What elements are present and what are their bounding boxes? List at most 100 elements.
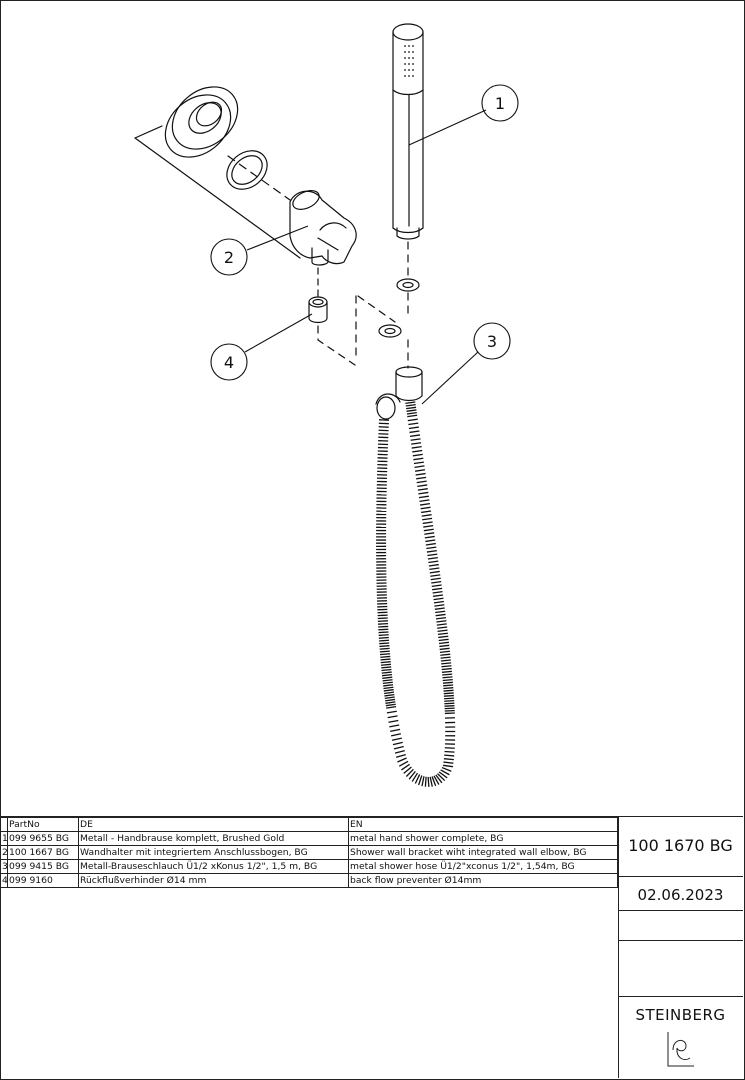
hose-rib [392,741,403,746]
hose-rib [380,655,391,658]
title-block-rule [618,996,743,997]
hose-rib [437,632,448,636]
hose-rib [386,710,397,714]
hose-rib [443,761,454,764]
steinberg-logo-icon [667,1032,694,1067]
hose-rib [379,642,390,645]
callout-circle-1 [481,84,519,122]
hose-rib [377,620,388,622]
hose-rib [406,409,417,412]
row-description-de: Wandhalter mit integriertem Anschlussbog… [78,845,349,860]
hose-rib [427,553,438,557]
hose-elbow [375,393,401,420]
leader-line-4 [244,313,313,353]
hose-rib [434,604,445,607]
wall-plane-line [134,137,301,259]
callout-circle-3 [473,322,511,360]
hose-rib [421,510,432,514]
hose-rib [440,653,451,656]
hose-rib [385,701,396,704]
brand-name: STEINBERG [635,1006,726,1024]
hose-rib [379,645,390,648]
hose-rib [390,733,402,737]
row-description-en: metal hand shower complete, BG [348,831,618,846]
parts-list-table: PartNo DE EN 1 099 9655 BG Metall - Hand… [0,817,618,888]
hose-rib [381,674,393,677]
hose-rib [414,469,426,472]
article-number: 100 1670 BG [628,836,733,855]
hose-rib [403,766,412,774]
o-ring [226,150,268,190]
hose-rib [439,647,450,651]
hose-rib [442,678,453,682]
axis-centerline [227,155,291,201]
hose-rib [377,617,388,620]
hose-rib [438,635,449,639]
hose-rib [385,703,396,707]
leader-line-1 [408,109,487,146]
hose-rib [434,607,445,610]
hose-rib [439,650,451,653]
hose-rib [441,766,452,772]
hose-rib [407,414,418,418]
callout-circle-2 [210,238,248,276]
hose-rib [419,502,431,506]
hose-rib [424,532,435,535]
hose-rib [380,663,392,666]
row-pos: 1 [0,831,8,846]
hose-rib [442,764,454,768]
table-row: 4 099 9160 Rückflußverhinder Ø14 mm back… [0,873,618,888]
hose-rib [444,750,455,753]
hose-rib [440,769,450,776]
hose-rib [433,597,444,601]
hose-rib [440,656,451,659]
table-row: 1 099 9655 BG Metall - Handbrause komple… [0,831,618,846]
hose-rib [411,442,422,445]
leader-line-3 [421,351,479,405]
hose-rib [382,681,393,685]
hose-rib [411,772,419,782]
hose-rib [378,636,389,639]
row-description-en: Shower wall bracket wiht integrated wall… [348,845,618,860]
callout-circle-4 [210,343,248,381]
hose-rib [387,715,398,719]
spray-nozzle-pattern [404,45,414,77]
hose-rib [435,774,443,784]
hose-rib [441,670,453,673]
hose-rib [437,773,446,782]
hose-rib [433,775,440,785]
hose-rib [427,776,430,787]
hose-rib [426,546,437,550]
hose-rib [443,692,454,695]
row-part-no: 100 1667 BG [7,845,79,860]
header-part-no: PartNo [7,817,79,832]
hose-rib [431,776,437,787]
drawing-date: 02.06.2023 [637,886,724,904]
hose-rib [382,679,393,682]
hose-rib [378,631,389,634]
hose-rib [441,665,452,668]
hose-rib [430,577,441,581]
hose-rib [410,438,421,441]
hose-rib [428,560,439,564]
hose-rib [383,684,394,687]
hose-rib [435,616,447,620]
hose-rib [409,430,420,434]
hose-rib [415,472,426,476]
hose-rib [421,514,432,517]
hose-rib [409,434,421,437]
row-description-en: metal shower hose Ü1/2"xconus 1/2", 1,54… [348,859,618,874]
hose-rib [384,696,395,700]
back-flow-preventer [308,296,328,324]
hose-rib [405,768,414,777]
hose-rib [418,491,429,495]
hose-rib [379,647,390,650]
hose-rib [424,776,427,787]
hose-rib [427,556,438,560]
hose-rib [405,403,416,407]
hose-rib [390,728,401,733]
hose-rib [423,524,434,528]
hose-rib [444,707,455,710]
hose-rib [384,693,395,697]
hose-rib [408,770,416,780]
